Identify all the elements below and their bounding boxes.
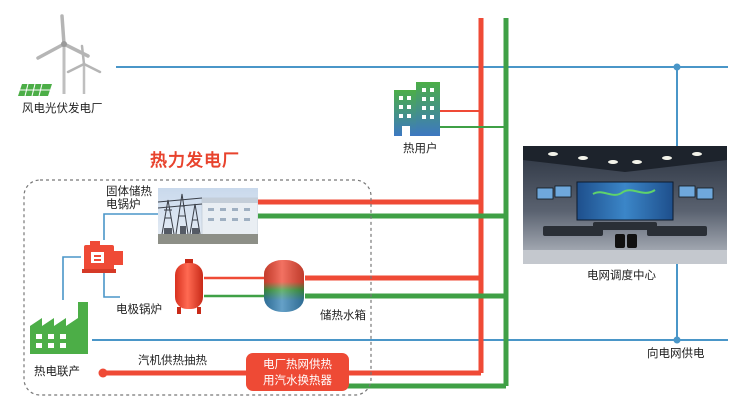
heat-user-label: 热用户: [403, 141, 438, 155]
heat-exchanger-label-1: 电厂热网供热: [263, 357, 332, 371]
boiler-vessel-icon: [175, 259, 203, 314]
boiler-branch-line: [103, 273, 120, 298]
building-icon: [394, 82, 440, 136]
grid-supply-label: 向电网供电: [647, 346, 705, 360]
chp-to-boiler-line: [62, 256, 81, 300]
electrode-boiler-label: 电极锅炉: [116, 302, 162, 316]
heat-storage-tank-label: 储热水箱: [320, 308, 366, 322]
substation-photo: [158, 188, 258, 244]
wind-solar-plant-label: 风电光伏发电厂: [22, 101, 103, 115]
turbine-extraction-label: 汽机供热抽热: [138, 353, 207, 367]
junction-bottom: [673, 336, 681, 344]
solid-storage-boiler-label-1: 固体储热: [106, 184, 152, 198]
extraction-start-dot: [98, 368, 108, 378]
chp-label: 热电联产: [34, 364, 80, 378]
thermal-plant-boundary: [23, 179, 372, 396]
solid-storage-boiler-label-2: 电锅炉: [106, 197, 141, 211]
electric-boiler-icon: [82, 241, 123, 273]
boiler-to-substation-line: [103, 213, 158, 240]
dispatch-center-label: 电网调度中心: [587, 268, 656, 282]
control-room-photo: [523, 146, 727, 264]
heat-exchanger-label-2: 用汽水换热器: [263, 373, 332, 387]
wind-turbine-solar-icon: [18, 14, 102, 97]
factory-icon: [30, 302, 88, 354]
storage-tank-icon: [264, 260, 304, 312]
junction-top: [673, 63, 681, 71]
heat-exchanger-box: 电厂热网供热 用汽水换热器: [246, 353, 349, 391]
thermal-plant-title: 热力发电厂: [150, 151, 240, 171]
